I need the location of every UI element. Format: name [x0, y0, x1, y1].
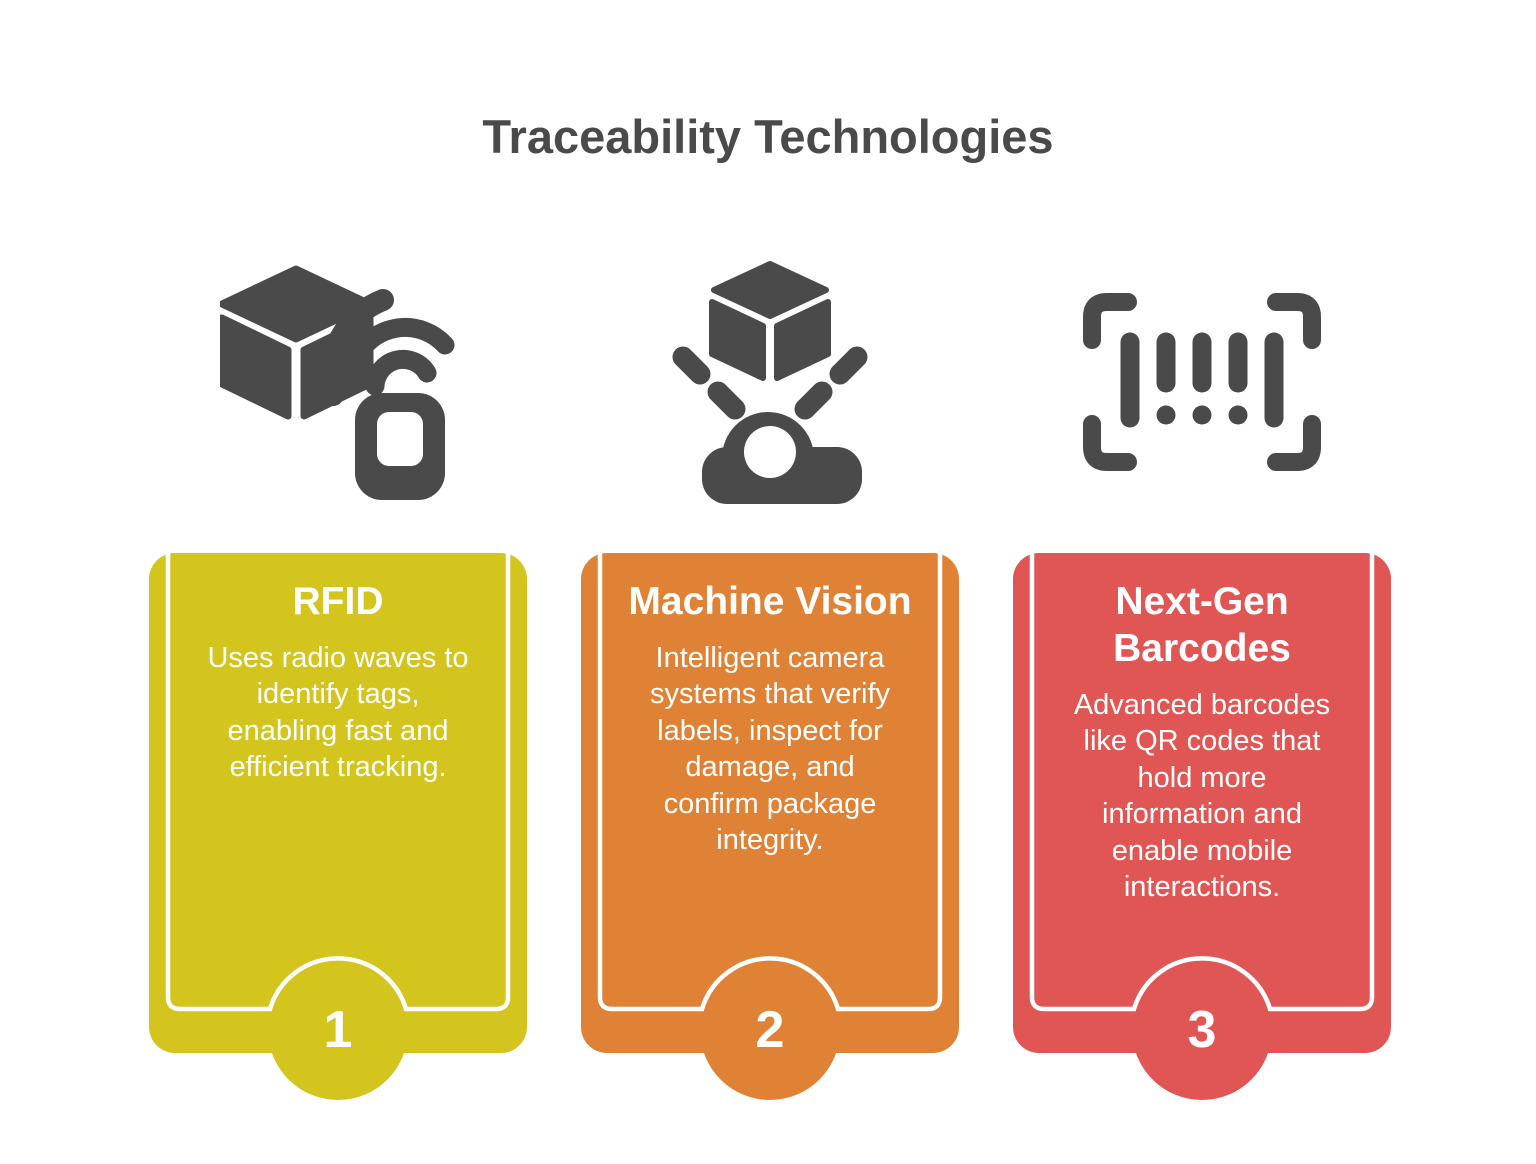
card-body: [581, 553, 959, 1053]
card-body: [1013, 553, 1391, 1053]
card-description: Intelligent camera systems that verify l…: [649, 641, 891, 857]
card-next-gen-barcodes: Next-Gen Barcodes Advanced barcodes like…: [1013, 553, 1391, 1103]
card-inner-border: [165, 553, 511, 1012]
card-title: Next-Gen Barcodes: [1113, 580, 1291, 670]
card-number-circle: [1132, 960, 1272, 1100]
card-title: Machine Vision: [628, 580, 912, 623]
page-title: Traceability Technologies: [482, 110, 1054, 163]
machine-vision-icon: [672, 261, 868, 504]
barcode-scan-icon: [1083, 293, 1321, 471]
card-number: 1: [323, 1001, 353, 1059]
card-machine-vision: Machine Vision Intelligent camera system…: [581, 553, 959, 1103]
scan-frame-brackets: [1083, 293, 1321, 471]
card-description: Uses radio waves to identify tags, enabl…: [207, 641, 469, 784]
barcode-bars: [1120, 332, 1284, 428]
card-number-circle: [268, 960, 408, 1100]
vision-scan-rays: [672, 346, 868, 420]
card-title: RFID: [292, 580, 384, 623]
card-inner-border: [1029, 553, 1375, 1012]
card-number-circle: [700, 960, 840, 1100]
card-number: 3: [1187, 1001, 1217, 1059]
card-body: [149, 553, 527, 1053]
vision-box-shape: [709, 261, 831, 381]
card-description: Advanced barcodes like QR codes that hol…: [1073, 688, 1331, 904]
card-inner-border: [597, 553, 943, 1012]
card-number: 2: [755, 1001, 785, 1059]
rfid-icon: [220, 265, 455, 500]
card-rfid: RFID Uses radio waves to identify tags, …: [149, 553, 527, 1103]
camera-body-shape: [702, 447, 862, 504]
rfid-signal-waves: [319, 289, 455, 406]
